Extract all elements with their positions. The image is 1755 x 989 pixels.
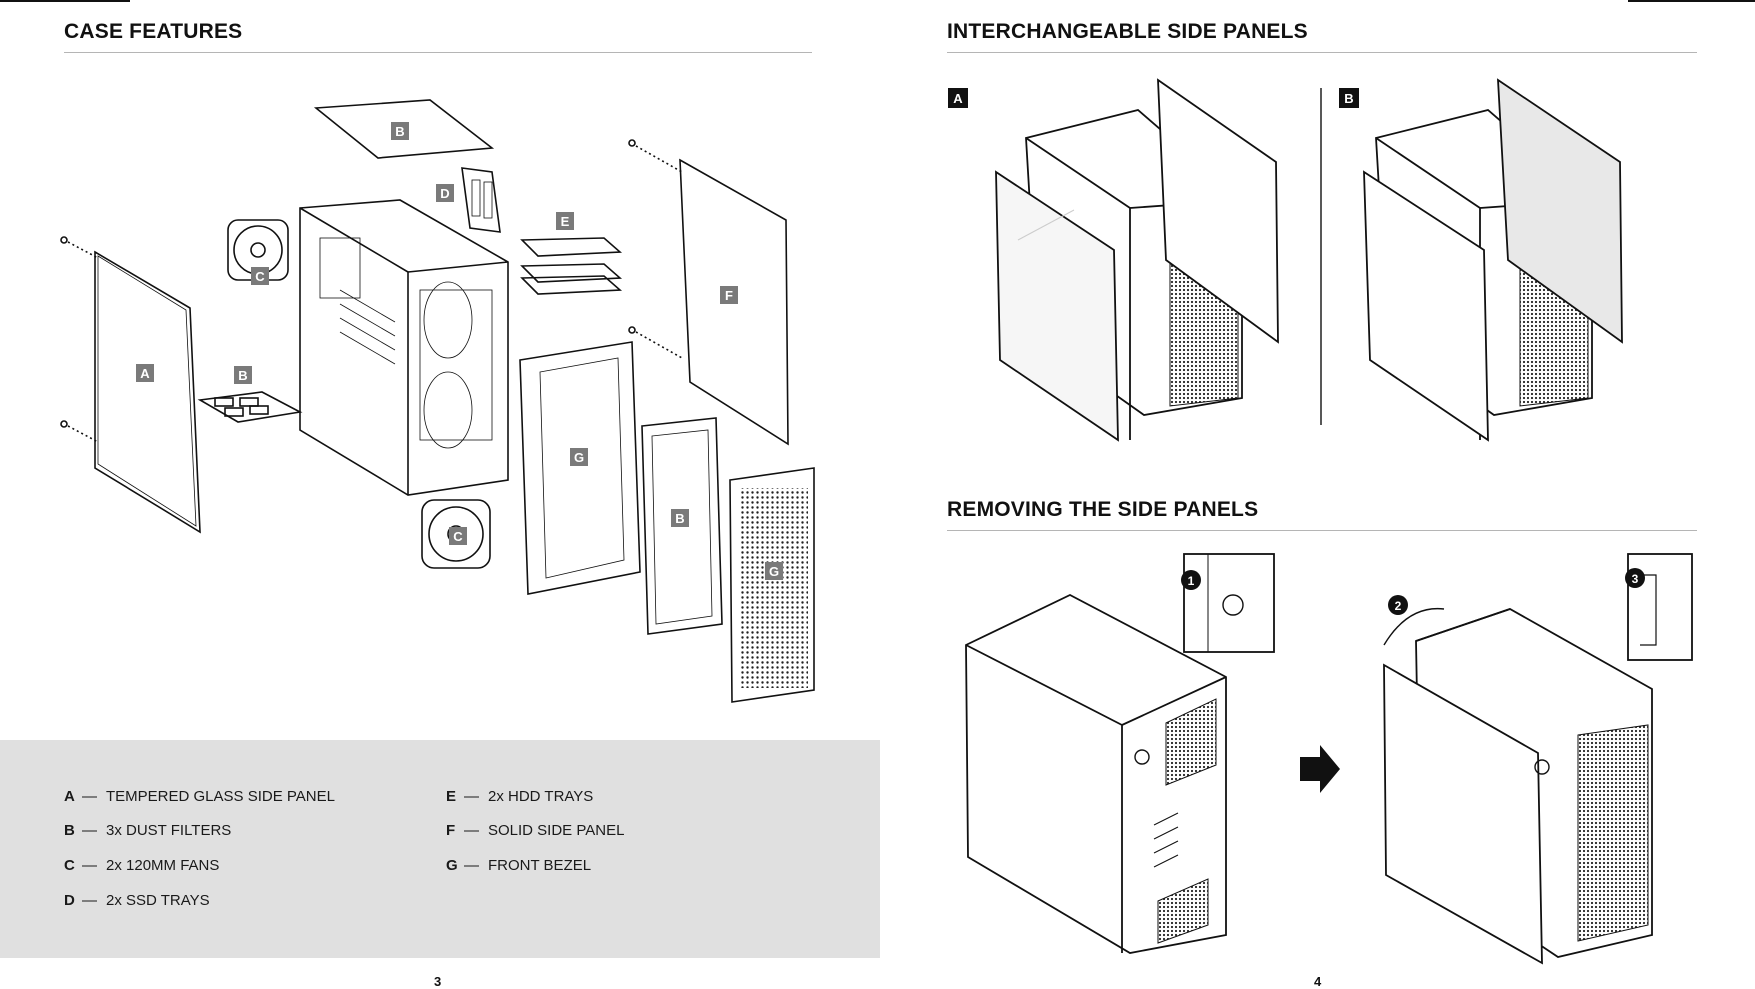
label-g-frame: G <box>574 450 584 465</box>
label-b-bottom: B <box>238 368 247 383</box>
thumbscrew-icon <box>1534 759 1550 775</box>
variant-a-label: A <box>953 91 963 106</box>
ssd-tray <box>461 167 501 233</box>
legend-item-e: E—2x HDD TRAYS <box>446 788 594 805</box>
legend-item-g: G—FRONT BEZEL <box>446 857 592 874</box>
glass-side-panel <box>94 250 201 534</box>
top-dust-filter <box>313 99 495 159</box>
label-a: A <box>140 366 150 381</box>
solid-side-panel <box>679 158 789 446</box>
label-g-mesh: G <box>769 564 779 579</box>
top-bar <box>0 0 130 2</box>
label-b-front: B <box>675 511 684 526</box>
step-3-marker: 3 <box>1632 572 1639 586</box>
legend-item-b: B—3x DUST FILTERS <box>64 822 232 839</box>
variant-b-label: B <box>1344 91 1353 106</box>
screw-icon <box>60 236 68 244</box>
interchangeable-panels-heading: INTERCHANGEABLE SIDE PANELS <box>947 20 1308 43</box>
front-dust-filter <box>641 417 723 635</box>
case-features-heading: CASE FEATURES <box>64 20 243 43</box>
legend-box: A—TEMPERED GLASS SIDE PANEL B—3x DUST FI… <box>0 740 880 958</box>
label-b-top: B <box>395 124 404 139</box>
removing-panels-illustration: 1 2 3 <box>965 553 1693 965</box>
opening-side-panel <box>1383 663 1543 965</box>
label-c-top: C <box>255 269 265 284</box>
label-d: D <box>440 186 449 201</box>
label-c-bottom: C <box>453 529 463 544</box>
arrow-right-icon <box>1300 745 1340 793</box>
heading-rule <box>64 52 812 53</box>
screw-icon <box>628 139 636 147</box>
legend-item-a: A—TEMPERED GLASS SIDE PANEL <box>64 788 335 805</box>
right-page: INTERCHANGEABLE SIDE PANELS <box>878 0 1755 989</box>
step-2-marker: 2 <box>1395 599 1402 613</box>
page-number-left: 3 <box>434 974 442 989</box>
thumbscrew-icon <box>1134 749 1150 765</box>
top-bar <box>1628 0 1755 2</box>
step-1-marker: 1 <box>1188 574 1195 588</box>
heading-rule <box>947 52 1697 53</box>
legend-item-c: C—2x 120MM FANS <box>64 857 220 874</box>
front-mesh-panel <box>729 467 815 703</box>
interchangeable-panels-illustration: A B <box>948 78 1623 442</box>
legend-item-f: F—SOLID SIDE PANEL <box>446 822 625 839</box>
label-f: F <box>725 288 733 303</box>
removing-panels-heading: REMOVING THE SIDE PANELS <box>947 498 1259 521</box>
front-bezel-frame <box>519 341 641 595</box>
hdd-tray <box>520 237 623 257</box>
heading-rule <box>947 530 1697 531</box>
legend-item-d: D—2x SSD TRAYS <box>64 892 210 909</box>
screw-icon <box>60 420 68 428</box>
step-1-inset <box>1183 553 1275 653</box>
label-e: E <box>561 214 570 229</box>
page-number-right: 4 <box>1314 974 1322 989</box>
left-page: CASE FEATURES <box>0 0 880 989</box>
chassis <box>299 199 509 496</box>
screw-icon <box>628 326 636 334</box>
swing-arrow-icon <box>1383 607 1445 646</box>
exploded-case-illustration: B D E C F A B G C B G <box>60 99 815 703</box>
thumbscrew-icon <box>1222 594 1244 616</box>
